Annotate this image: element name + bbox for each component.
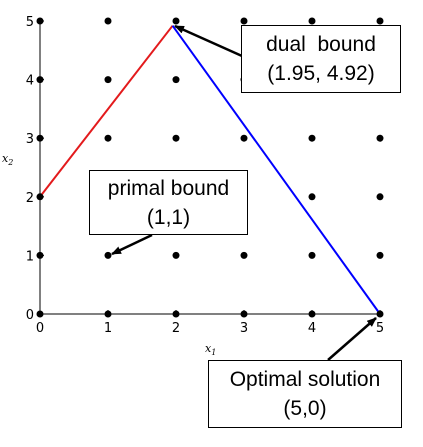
lattice-point [376,310,384,318]
y-tick-label: 0 [26,308,34,323]
y-tick-label: 3 [26,132,34,147]
lattice-point [36,17,44,25]
lattice-point [172,17,180,25]
lattice-point [104,17,112,25]
lattice-point [104,76,112,84]
lattice-point [36,193,44,201]
dual-bound-value: (1.95, 4.92) [267,62,375,85]
lattice-point [36,310,44,318]
lattice-point [36,134,44,142]
x-tick-label: 1 [104,321,112,336]
lattice-point [172,251,180,259]
lattice-point [376,17,384,25]
lattice-point [240,17,248,25]
dual-bound-title: dual bound [266,33,376,56]
x-tick-label: 4 [308,321,316,336]
x-tick-label: 0 [36,321,44,336]
primal-bound-value: (1,1) [146,206,191,229]
lattice-point [376,193,384,201]
optimal-solution-arrow [327,317,377,361]
lattice-point [308,17,316,25]
lattice-point [240,310,248,318]
red-bound-segment [39,25,174,198]
primal-bound-annotation: primal bound (1,1) [89,170,248,235]
x-tick-label: 3 [240,321,248,336]
lattice-point [36,76,44,84]
primal-bound-arrow [111,233,153,256]
lattice-point [376,251,384,259]
dual-bound-arrow [174,24,243,58]
x-axis-label: x1 [205,342,216,357]
optimal-solution-value: (5,0) [283,397,327,420]
lattice-point [172,76,180,84]
lattice-point [240,251,248,259]
lattice-point [36,251,44,259]
lattice-point [104,310,112,318]
lattice-point [172,310,180,318]
lattice-point [104,134,112,142]
y-tick-label: 1 [26,249,34,264]
y-tick-label: 5 [26,15,34,30]
lattice-point [308,310,316,318]
y-tick-label: 2 [26,191,34,206]
lattice-point [376,134,384,142]
lattice-point [104,251,112,259]
primal-bound-title: primal bound [107,177,230,200]
lattice-point [308,134,316,142]
lattice-point [172,134,180,142]
blue-bound-segment [171,25,381,315]
dual-bound-annotation: dual bound (1.95, 4.92) [241,25,401,93]
optimal-solution-title: Optimal solution [229,368,381,391]
x-tick-label: 5 [376,321,384,336]
lattice-point [308,193,316,201]
x-tick-label: 2 [172,321,180,336]
y-tick-label: 4 [26,74,34,89]
optimal-solution-annotation: Optimal solution (5,0) [208,360,402,428]
lattice-point [240,134,248,142]
lattice-point [308,251,316,259]
y-axis-label: x2 [2,152,13,167]
